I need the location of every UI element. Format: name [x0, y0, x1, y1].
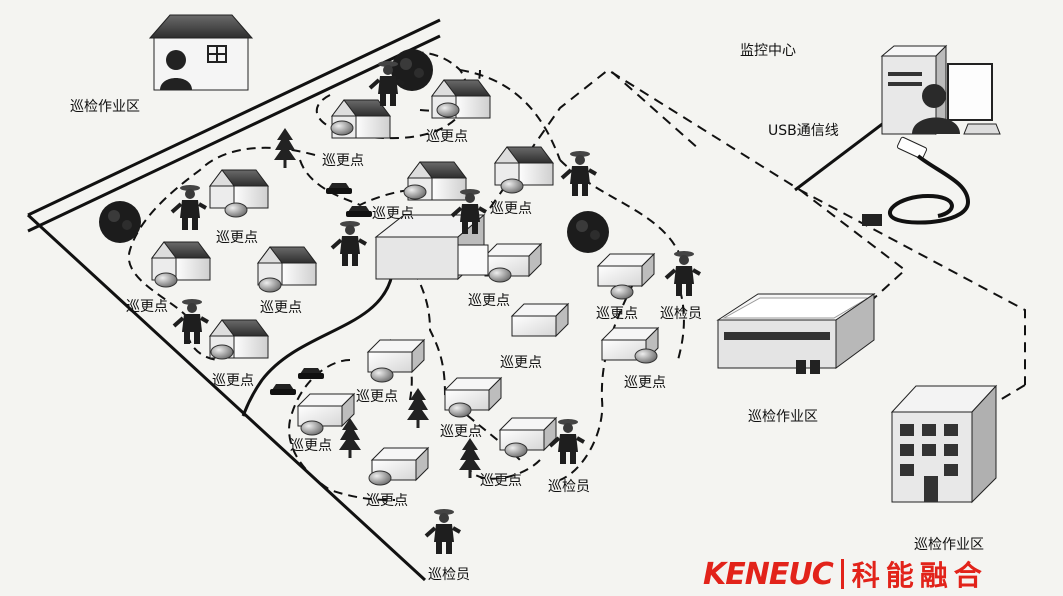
inspector-label: 巡检员	[660, 306, 702, 322]
usb-line	[794, 120, 886, 192]
checkpoint-label: 巡更点	[260, 300, 302, 316]
comm-lines	[489, 68, 1026, 401]
checkpoint-label: 巡更点	[372, 206, 414, 222]
house-icon	[148, 14, 254, 91]
brand-chinese: 科能融合	[851, 559, 988, 592]
computer-icon	[880, 44, 1001, 136]
inner-path	[241, 274, 394, 417]
houses	[151, 79, 554, 359]
office-building-icon	[890, 384, 998, 504]
checkpoint-label: 巡更点	[126, 299, 168, 315]
zone-label-bottom-right: 巡检作业区	[914, 537, 984, 553]
checkpoint-label: 巡更点	[440, 424, 482, 440]
road	[26, 18, 441, 582]
checkpoint-label: 巡更点	[490, 201, 532, 217]
checkpoint-label: 巡更点	[596, 306, 638, 322]
zone-label-top-left: 巡检作业区	[70, 99, 140, 115]
brand-latin: KENEUC	[703, 556, 834, 592]
monitor-center-label: 监控中心	[740, 43, 796, 59]
checkpoint-label: 巡更点	[426, 129, 468, 145]
checkpoint-label: 巡更点	[500, 355, 542, 371]
brand-logo: KENEUC 科能融合	[703, 556, 988, 593]
checkpoint-label: 巡更点	[290, 438, 332, 454]
cars	[270, 183, 372, 395]
central-building-icon	[374, 213, 489, 281]
checkpoint-label: 巡更点	[212, 373, 254, 389]
zone-label-mid-right: 巡检作业区	[748, 409, 818, 425]
checkpoint-label: 巡更点	[366, 493, 408, 509]
checkpoint-label: 巡更点	[480, 473, 522, 489]
usb-cable-icon	[862, 136, 971, 226]
checkpoint-label: 巡更点	[468, 293, 510, 309]
checkpoint-label: 巡更点	[322, 153, 364, 169]
checkpoint-label: 巡更点	[356, 389, 398, 405]
inspector-label: 巡检员	[428, 567, 470, 583]
checkpoint-label: 巡更点	[216, 230, 258, 246]
warehouse-icon	[716, 293, 876, 374]
usb-line-label: USB通信线	[768, 123, 839, 139]
brand-divider	[840, 559, 844, 589]
checkpoint-label: 巡更点	[624, 375, 666, 391]
inspector-label: 巡检员	[548, 479, 590, 495]
